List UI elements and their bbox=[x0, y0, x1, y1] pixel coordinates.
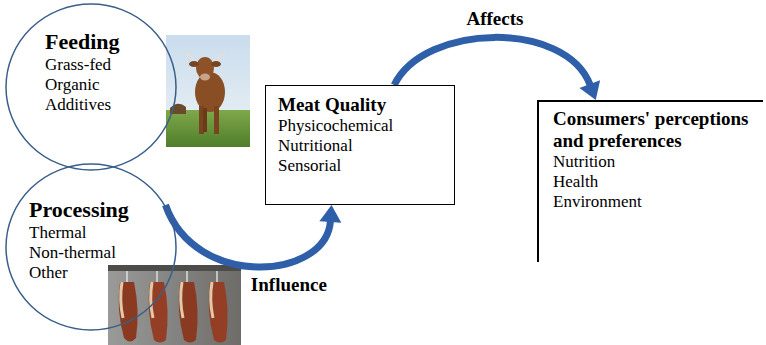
node-item: Nutrition bbox=[553, 152, 755, 172]
node-item: Thermal bbox=[29, 223, 177, 243]
node-heading: Consumers' perceptions and preferences bbox=[553, 108, 755, 152]
node-heading: Feeding bbox=[45, 29, 177, 55]
node-item: Non-thermal bbox=[29, 243, 177, 263]
node-heading: Processing bbox=[29, 197, 177, 223]
node-item: Other bbox=[29, 263, 177, 283]
node-item: Health bbox=[553, 172, 755, 192]
quality-box: Meat QualityPhysicochemicalNutritionalSe… bbox=[265, 85, 455, 205]
node-item: Organic bbox=[45, 75, 177, 95]
node-item: Additives bbox=[45, 95, 177, 115]
consumer-panel: Consumers' perceptions and preferencesNu… bbox=[537, 100, 763, 262]
edge-label: Affects bbox=[463, 8, 526, 30]
feeding-circle: FeedingGrass-fedOrganicAdditives bbox=[5, 3, 177, 171]
node-item: Sensorial bbox=[278, 156, 442, 176]
arrow-head bbox=[319, 205, 341, 223]
node-item: Environment bbox=[553, 192, 755, 212]
node-item: Nutritional bbox=[278, 136, 442, 156]
ham-photo bbox=[108, 265, 241, 345]
curved-arrow bbox=[165, 205, 341, 267]
edge-label: Influence bbox=[248, 274, 330, 296]
arrow-body bbox=[165, 205, 330, 267]
arrow-head bbox=[579, 80, 600, 100]
arrow-body bbox=[394, 37, 590, 85]
processing-circle: ProcessingThermalNon-thermalOther bbox=[5, 163, 177, 331]
node-item: Physicochemical bbox=[278, 116, 442, 136]
cow-photo bbox=[166, 35, 250, 147]
node-heading: Meat Quality bbox=[278, 94, 442, 116]
node-item: Grass-fed bbox=[45, 55, 177, 75]
